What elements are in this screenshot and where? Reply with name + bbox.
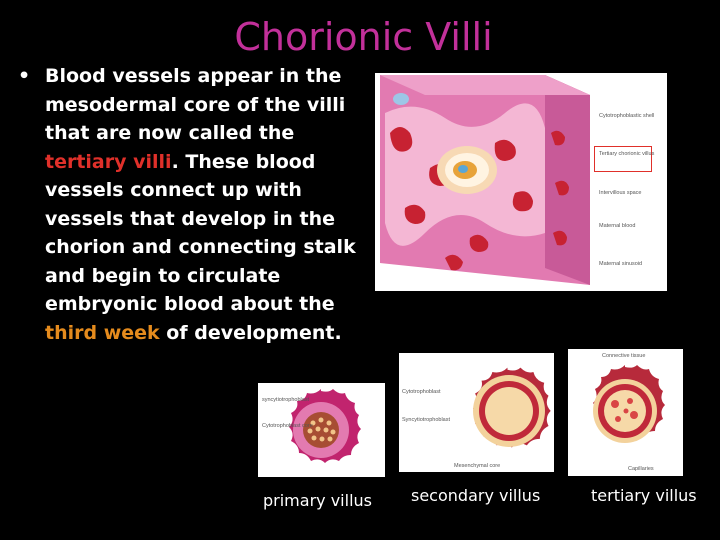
placenta-block-diagram: Cytotrophoblastic shell Tertiary chorion… — [375, 73, 667, 291]
tertiary-villus-panel: Connective tissue Capillaries — [568, 349, 683, 476]
label-maternal-blood: Maternal blood — [599, 223, 636, 229]
label-mesenchymal-core: Mesenchymal core — [454, 463, 501, 469]
bullet-text: Blood vessels appear in the mesodermal c… — [45, 62, 363, 347]
primary-villus-illustration — [289, 389, 361, 463]
bullet-text-part3: of development. — [159, 321, 342, 344]
bullet-text-part2: . These blood vessels connect up with ve… — [45, 150, 356, 316]
secondary-villus-panel: Cytotrophoblast Syncytiotrophoblast Mese… — [399, 353, 554, 472]
label-connective-tissue: Connective tissue — [602, 353, 646, 359]
label-cytotrophoblast-core: Cytotrophoblast core — [262, 423, 313, 429]
bullet-paragraph: • Blood vessels appear in the mesodermal… — [18, 62, 363, 347]
bullet-text-part1: Blood vessels appear in the mesodermal c… — [45, 65, 346, 144]
label-syncytiotrophoblast: syncytiotrophoblast — [262, 397, 310, 403]
label-tertiary-chorionic-villus: Tertiary chorionic villus — [599, 151, 655, 157]
third-week-highlight: third week — [45, 321, 160, 344]
tertiary-villus-caption: tertiary villus — [591, 486, 697, 505]
secondary-villus-illustration — [472, 367, 551, 448]
placenta-block-illustration — [375, 73, 603, 291]
label-syncytiotrophoblast-secondary: Syncytiotrophoblast — [402, 417, 450, 423]
label-maternal-sinusoid: Maternal sinusoid — [599, 261, 643, 267]
highlight-box — [594, 146, 652, 172]
primary-villus-panel: syncytiotrophoblast Cytotrophoblast core — [258, 383, 385, 477]
label-intervillous-space: Intervillous space — [599, 190, 642, 196]
bullet-point: • — [18, 65, 31, 87]
tertiary-villus-illustration — [593, 365, 665, 443]
primary-villus-caption: primary villus — [263, 491, 372, 510]
label-cytotrophoblast: Cytotrophoblast — [402, 389, 441, 395]
label-cytotrophoblastic-shell: Cytotrophoblastic shell — [599, 113, 655, 119]
slide-title: Chorionic Villi — [234, 15, 493, 59]
secondary-villus-caption: secondary villus — [411, 486, 541, 505]
tertiary-villi-highlight: tertiary villi — [45, 150, 172, 173]
label-capillaries: Capillaries — [628, 466, 654, 472]
